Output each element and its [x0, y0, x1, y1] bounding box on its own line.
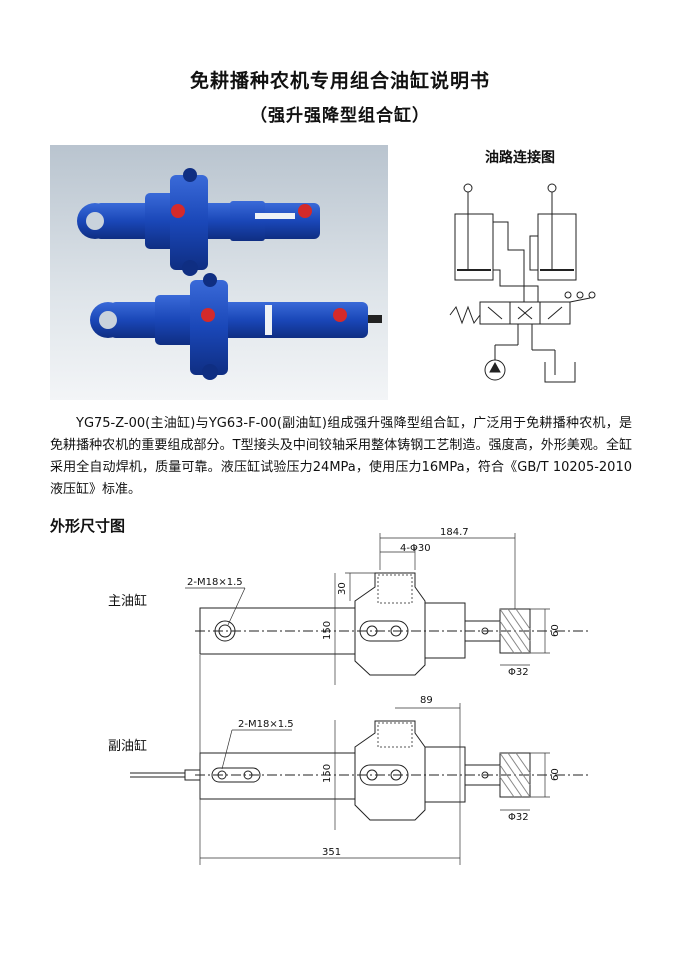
dimension-title: 外形尺寸图 [50, 517, 126, 535]
product-photo [50, 145, 388, 400]
hydraulic-circuit-diagram [449, 183, 596, 383]
circuit-pump [484, 324, 519, 381]
circuit-title: 油路连接图 [485, 150, 555, 166]
circuit-valve [449, 291, 596, 325]
main-cylinder-label: 主油缸 [108, 593, 147, 609]
circuit-left-cylinder [454, 183, 494, 281]
dim-holes: 4-Φ30 [400, 543, 431, 554]
circuit-right-cylinder [537, 183, 577, 281]
dim-351: 351 [322, 847, 341, 858]
dim-phi32-aux: Φ32 [508, 812, 529, 823]
dim-60-aux: 60 [550, 768, 561, 781]
product-description: YG75-Z-00(主油缸)与YG63-F-00(副油缸)组成强升强降型组合缸，… [50, 416, 632, 497]
dim-30: 30 [337, 582, 348, 595]
photo-aux-cylinder [90, 273, 382, 380]
dim-thread-aux: 2-M18×1.5 [238, 719, 294, 730]
dim-60-main: 60 [550, 624, 561, 637]
dimension-lines [185, 533, 550, 865]
circuit-tank [531, 324, 576, 383]
aux-cylinder-drawing [130, 720, 590, 821]
dim-89: 89 [420, 695, 433, 706]
circuit-lines [493, 221, 539, 302]
document-title: 免耕播种农机专用组合油缸说明书 [189, 70, 490, 92]
main-cylinder-drawing [195, 572, 590, 676]
dim-150-aux: 150 [322, 764, 333, 783]
dim-total: 184.7 [440, 527, 469, 538]
dim-phi32-main: Φ32 [508, 667, 529, 678]
dim-thread-main: 2-M18×1.5 [187, 577, 243, 588]
photo-main-cylinder [77, 168, 320, 276]
dimension-drawing: 主油缸 副油缸 184.7 4-Φ30 2-M18×1.5 2-M18×1.5 … [108, 527, 590, 865]
aux-cylinder-label: 副油缸 [108, 738, 147, 754]
dim-150-main: 150 [322, 621, 333, 640]
document-subtitle: （强升强降型组合缸） [250, 106, 430, 126]
